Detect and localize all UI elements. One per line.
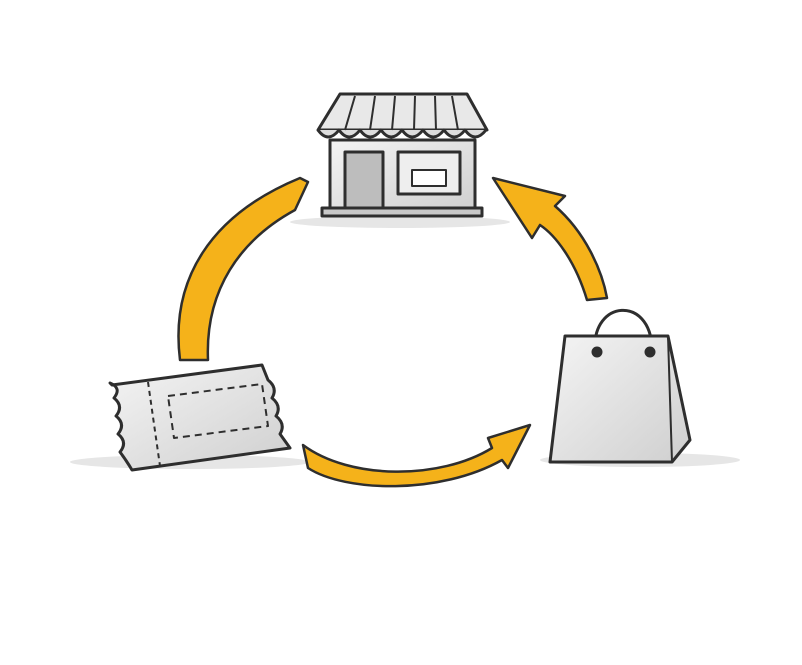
store-shadow <box>290 216 510 228</box>
storefront-icon <box>316 92 489 218</box>
shopping-bag-icon <box>548 308 692 464</box>
coupon-ticket-icon <box>108 363 292 472</box>
arrow-ticket-to-store <box>177 176 310 362</box>
arrow-bag-to-store <box>491 176 609 302</box>
arrow-ticket-to-bag <box>301 423 532 488</box>
